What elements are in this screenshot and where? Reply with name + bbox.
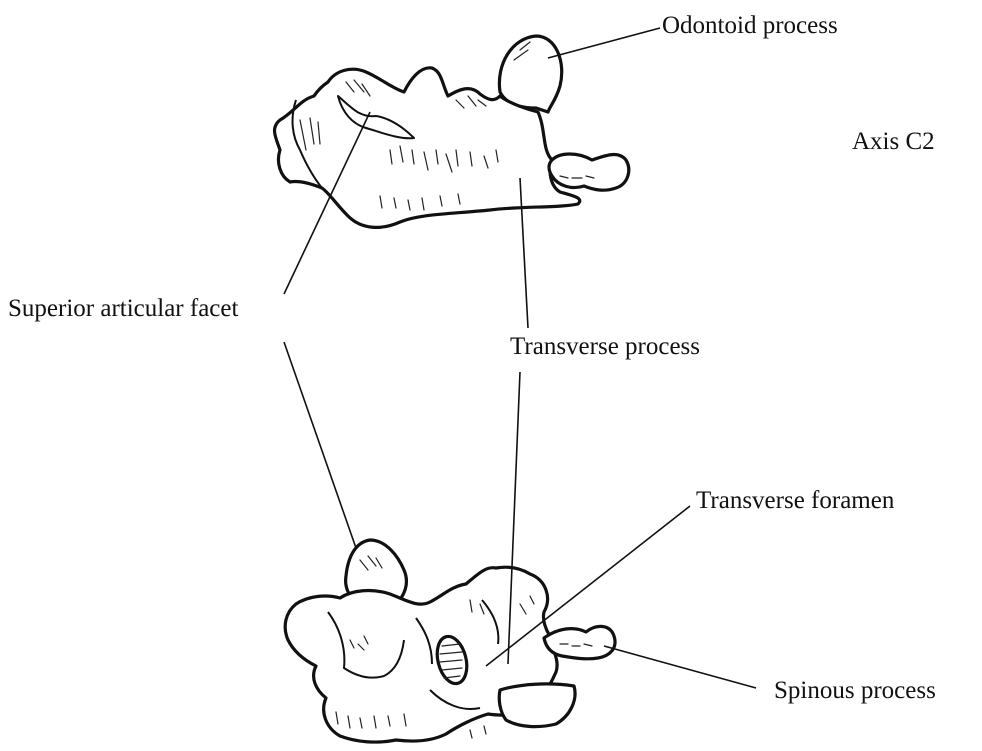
label-transverse-foramen: Transverse foramen [696,488,894,513]
label-odontoid-process: Odontoid process [662,13,838,38]
upper-transverse-nub [549,154,629,190]
lower-inferior-flap [499,684,575,727]
label-spinous-process: Spinous process [774,678,936,703]
lower-vertebra-drawing [285,540,615,742]
figure-title: Axis C2 [852,129,935,154]
leader-spinous [604,646,756,688]
label-superior-articular-facet: Superior articular facet [8,296,238,321]
upper-vertebra-drawing [275,36,629,227]
lower-spinous-process [544,626,615,658]
leader-facet-lower [284,342,356,548]
leader-odontoid [548,28,660,58]
label-transverse-process: Transverse process [510,334,700,359]
